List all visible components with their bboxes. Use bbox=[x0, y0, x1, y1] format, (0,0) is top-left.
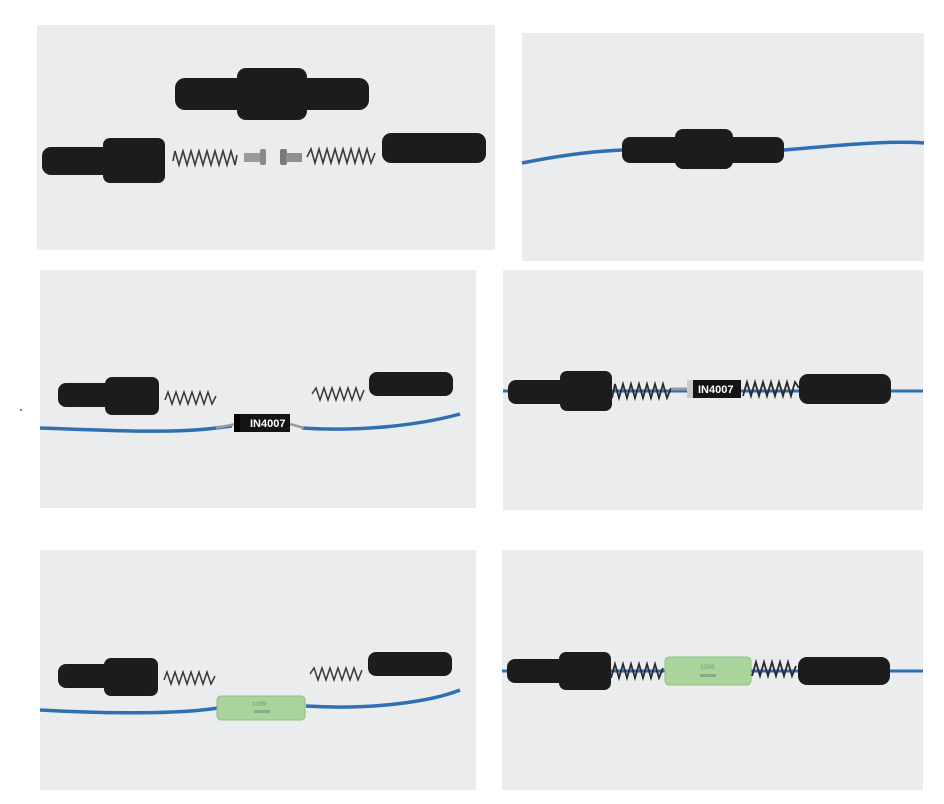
spring-right bbox=[742, 378, 800, 400]
diode-label: IN4007 bbox=[698, 384, 733, 396]
housing-right-cap bbox=[368, 652, 452, 676]
resistor-label: 100R bbox=[252, 702, 267, 708]
fuse-holder-housing bbox=[622, 129, 784, 169]
spring-right bbox=[309, 665, 363, 683]
housing-left bbox=[507, 652, 611, 690]
panel-assembled-on-wire bbox=[521, 33, 925, 261]
screw-right bbox=[280, 149, 302, 165]
resistor-assembled-illustration: 100R bbox=[502, 652, 923, 690]
wire-right bbox=[305, 688, 461, 709]
diode-component: IN4007 bbox=[234, 414, 290, 432]
housing-right bbox=[798, 657, 890, 685]
panel-diode-exploded: IN4007 bbox=[39, 270, 476, 508]
resistor-label: 100R bbox=[700, 665, 715, 671]
diode-assembled-illustration: IN4007 bbox=[503, 371, 923, 411]
housing-right-cap bbox=[369, 372, 453, 396]
spring-right bbox=[751, 658, 797, 680]
wire-left bbox=[39, 424, 233, 433]
spring-left bbox=[163, 669, 216, 687]
spring-right bbox=[311, 385, 365, 403]
housing-right-cap bbox=[382, 133, 486, 163]
housing-left-cap bbox=[58, 377, 159, 415]
housing-center-part bbox=[175, 68, 369, 120]
diode-component: IN4007 bbox=[687, 380, 741, 398]
stray-dot bbox=[20, 409, 22, 411]
panel-resistor-exploded: 100R bbox=[39, 550, 476, 790]
wire bbox=[521, 140, 925, 165]
panel-diode-assembled: IN4007 bbox=[503, 270, 923, 510]
assembled-illustration bbox=[521, 129, 925, 169]
housing-left-cap bbox=[42, 138, 165, 183]
wire-left bbox=[39, 706, 219, 715]
parts-illustration bbox=[42, 68, 486, 183]
housing-right bbox=[799, 374, 891, 404]
diode-exploded-illustration: IN4007 bbox=[39, 372, 461, 433]
housing-left bbox=[508, 371, 612, 411]
spring-left bbox=[611, 380, 672, 402]
spring-left bbox=[610, 660, 664, 682]
spring-left bbox=[164, 389, 217, 407]
resistor-component: 100R bbox=[664, 656, 752, 686]
diode-label: IN4007 bbox=[250, 418, 285, 430]
screw-left bbox=[244, 149, 266, 165]
wire-right bbox=[301, 412, 461, 431]
spring-left bbox=[172, 148, 238, 168]
resistor-exploded-illustration: 100R bbox=[39, 652, 461, 721]
housing-left-cap bbox=[58, 658, 158, 696]
spring-right bbox=[306, 146, 376, 166]
resistor-component: 100R bbox=[216, 695, 306, 721]
panel-parts-disassembled bbox=[37, 25, 495, 250]
panel-resistor-assembled: 100R bbox=[502, 550, 923, 790]
